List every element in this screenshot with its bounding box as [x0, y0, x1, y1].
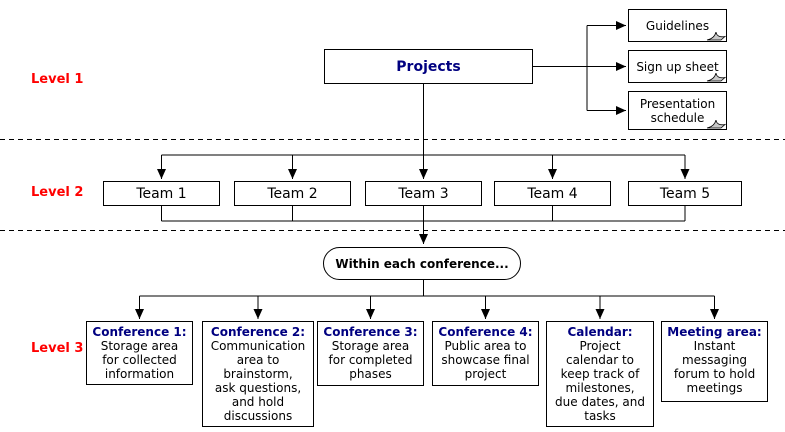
area-conference-2: Conference 2: Communication area to brai…	[202, 321, 314, 427]
area-conference-1: Conference 1: Storage area for collected…	[86, 321, 193, 385]
team-label: Team 2	[267, 185, 318, 202]
separator-level-1-2	[0, 139, 785, 140]
area-title: Meeting area:	[667, 325, 762, 339]
area-conference-4: Conference 4: Public area to showcase fi…	[432, 321, 539, 386]
area-conference-3: Conference 3: Storage area for completed…	[317, 321, 424, 386]
note-label: Sign up sheet	[636, 59, 719, 74]
note-label: Guidelines	[645, 18, 710, 33]
area-title: Conference 2:	[210, 325, 306, 339]
level-3-label: Level 3	[31, 341, 84, 356]
conference-scope-label: Within each conference...	[335, 256, 509, 271]
projects-label: Projects	[396, 58, 461, 75]
note-presentation-schedule: Presentation schedule	[628, 91, 727, 130]
area-title: Calendar:	[567, 325, 633, 339]
team-label: Team 1	[136, 185, 187, 202]
team-label: Team 4	[527, 185, 578, 202]
area-body: Communication area to brainstorm, ask qu…	[210, 339, 306, 423]
note-guidelines: Guidelines	[628, 9, 727, 42]
conference-scope-ellipse: Within each conference...	[323, 247, 521, 280]
team-box-4: Team 4	[494, 181, 611, 206]
area-body: Storage area for completed phases	[328, 339, 413, 381]
projects-to-teams-connector	[157, 84, 690, 179]
note-signup-sheet: Sign up sheet	[628, 50, 727, 83]
team-box-5: Team 5	[628, 181, 742, 206]
note-label: Presentation schedule	[639, 96, 716, 125]
team-label: Team 3	[398, 185, 449, 202]
area-calendar: Calendar: Project calendar to keep track…	[546, 321, 654, 427]
team-box-3: Team 3	[365, 181, 482, 206]
team-label: Team 5	[659, 185, 711, 202]
teams-to-scope-connector	[161, 206, 686, 244]
level-1-label: Level 1	[31, 72, 84, 87]
area-title: Conference 4:	[438, 325, 533, 339]
area-meeting: Meeting area: Instant messaging forum to…	[661, 321, 768, 402]
page-fold-icon	[706, 73, 726, 82]
area-body: Storage area for collected information	[100, 339, 179, 381]
page-fold-icon	[706, 32, 726, 41]
page-fold-icon	[706, 120, 726, 129]
level-2-label: Level 2	[31, 185, 84, 200]
projects-box: Projects	[324, 49, 533, 84]
area-body: Public area to showcase final project	[441, 339, 530, 381]
area-body: Instant messaging forum to hold meetings	[673, 339, 756, 395]
area-title: Conference 3:	[323, 325, 418, 339]
area-title: Conference 1:	[92, 325, 187, 339]
separator-level-2-3	[0, 230, 785, 231]
projects-to-notes-connector	[533, 21, 626, 115]
team-box-2: Team 2	[234, 181, 351, 206]
scope-to-areas-connector	[135, 280, 719, 319]
area-body: Project calendar to keep track of milest…	[555, 339, 645, 423]
team-box-1: Team 1	[103, 181, 220, 206]
